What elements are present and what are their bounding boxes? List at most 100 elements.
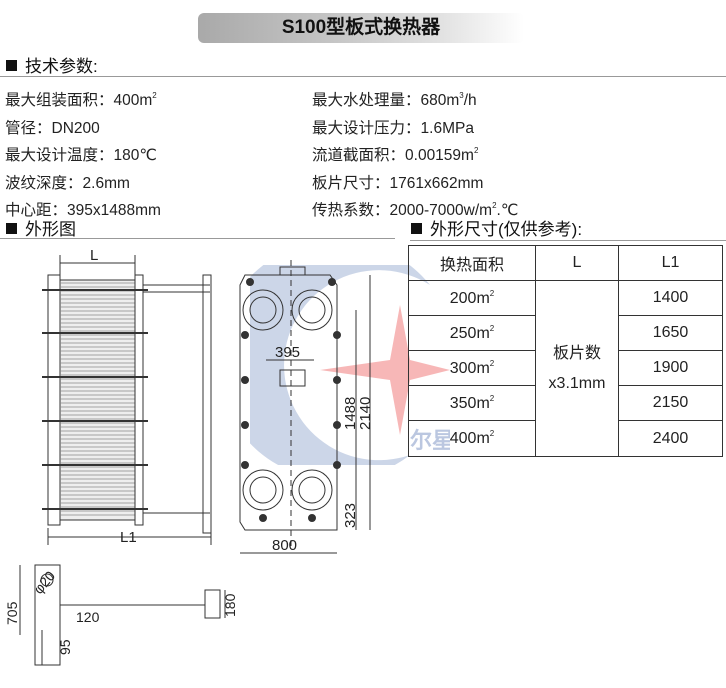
- port-bottom-left: [242, 469, 284, 511]
- support-column: [202, 274, 212, 534]
- superscript: 2: [473, 146, 479, 156]
- l1-cell: 1900: [618, 350, 723, 386]
- spec-row: 流道截面积：0.00159m2: [312, 140, 518, 168]
- spec-value: DN200: [51, 119, 100, 137]
- spec-value: 180℃: [113, 147, 157, 165]
- spec-value: 2000-7000w/m: [389, 202, 493, 220]
- bolt-icon: [241, 331, 249, 339]
- table-row: 400m2 2400: [408, 420, 723, 457]
- spec-suffix: /h: [463, 92, 477, 109]
- side-view-drawing: L L1: [42, 247, 212, 546]
- heading-text: 外形图: [25, 220, 76, 239]
- header-cell: L1: [618, 245, 723, 281]
- spec-value: 0.00159m: [405, 147, 474, 165]
- l-value-line2: x3.1mm: [548, 374, 606, 392]
- header-cell: L: [535, 245, 619, 281]
- spec-label: 管径：: [5, 119, 52, 137]
- foot-detail-drawing: 705 φ20 120 95 180: [4, 564, 238, 666]
- port-bottom-right: [291, 469, 333, 511]
- area-cell: 350m2: [408, 385, 536, 421]
- divider: [0, 238, 395, 239]
- spec-label: 板片尺寸：: [312, 174, 390, 192]
- spec-value: 1761x662mm: [389, 174, 484, 192]
- foot-section: [34, 564, 61, 666]
- spec-row: 传热系数：2000-7000w/m2.℃: [312, 195, 518, 223]
- l-value-cell: 板片数 x3.1mm: [535, 280, 619, 457]
- dims-section-heading: 外形尺寸(仅供参考):: [411, 215, 582, 240]
- spec-row: 中心距：395x1488mm: [5, 195, 161, 223]
- bolt-icon: [328, 278, 336, 286]
- superscript: 3: [459, 91, 464, 100]
- bolt-icon: [241, 376, 249, 384]
- bolt-icon: [333, 421, 341, 429]
- divider: [0, 76, 726, 77]
- table-header-row: 换热面积 L L1: [408, 245, 723, 281]
- superscript: 2: [489, 358, 495, 368]
- area-value: 250m: [449, 324, 490, 342]
- top-lug: [279, 266, 306, 276]
- divider: [410, 240, 726, 241]
- dim-label-120: 120: [76, 609, 100, 625]
- spec-row: 管径：DN200: [5, 113, 161, 141]
- l-value-line1: 板片数: [552, 344, 601, 362]
- superscript: 2: [492, 201, 497, 211]
- l1-cell: 2400: [618, 420, 723, 457]
- superscript: 2: [489, 393, 495, 403]
- area-value: 300m: [449, 359, 490, 377]
- bolt-icon: [333, 331, 341, 339]
- superscript: 2: [489, 429, 495, 438]
- port-top-left: [242, 289, 284, 331]
- outline-section-heading: 外形图: [6, 215, 76, 240]
- table-row: 350m2 2150: [408, 385, 723, 421]
- front-view-drawing: 395 1488 2140 323 800: [239, 260, 374, 554]
- area-cell: 250m2: [408, 315, 536, 351]
- bullet-square-icon: [411, 223, 422, 234]
- spec-value: 1.6MPa: [420, 119, 474, 137]
- dim-label-705: 705: [4, 601, 20, 625]
- dim-label-L: L: [90, 247, 98, 264]
- spec-row: 最大组装面积：400m2: [5, 85, 161, 113]
- l1-cell: 2150: [618, 385, 723, 421]
- spec-row: 波纹深度：2.6mm: [5, 168, 161, 196]
- bullet-square-icon: [6, 223, 17, 234]
- area-value: 350m: [449, 394, 490, 412]
- bolt-icon: [333, 376, 341, 384]
- spec-label: 中心距：: [5, 202, 68, 220]
- dim-label-800: 800: [272, 537, 297, 554]
- spec-value: 400m: [113, 92, 153, 109]
- plate-pack: [59, 279, 136, 521]
- anchor-hole: [40, 573, 54, 587]
- area-value: 200m: [449, 289, 490, 307]
- fixed-plate: [47, 274, 61, 526]
- spec-label: 最大组装面积：: [5, 92, 114, 109]
- table-row: 300m2 1900: [408, 350, 723, 386]
- spec-label: 最大设计温度：: [5, 147, 114, 165]
- title-banner: [198, 13, 524, 43]
- dim-label-395: 395: [275, 344, 300, 361]
- frame-plate-outline: [239, 274, 338, 531]
- bolt-icon: [241, 461, 249, 469]
- page-title: S100型板式换热器: [281, 17, 441, 38]
- bolt-icon: [241, 421, 249, 429]
- bolt-icon: [333, 461, 341, 469]
- table-row: 250m2 1650: [408, 315, 723, 351]
- tech-section-heading: 技术参数:: [6, 52, 98, 77]
- spec-value: 2.6mm: [82, 174, 130, 192]
- heading-text: 外形尺寸(仅供参考):: [430, 220, 583, 239]
- spec-value: 680m: [420, 92, 460, 109]
- area-value: 400m: [449, 430, 490, 447]
- l1-cell: 1400: [618, 280, 723, 316]
- dim-label-phi20: φ20: [30, 568, 58, 597]
- watermark-crescent: [250, 265, 430, 465]
- l1-cell: 1650: [618, 315, 723, 351]
- header-cell: 换热面积: [408, 245, 536, 281]
- spec-label: 流道截面积：: [312, 147, 406, 165]
- bolt-icon: [246, 278, 254, 286]
- spec-value: 395x1488mm: [67, 202, 161, 220]
- dim-label-1488: 1488: [342, 397, 359, 430]
- area-cell: 300m2: [408, 350, 536, 386]
- spec-suffix: .℃: [496, 202, 519, 220]
